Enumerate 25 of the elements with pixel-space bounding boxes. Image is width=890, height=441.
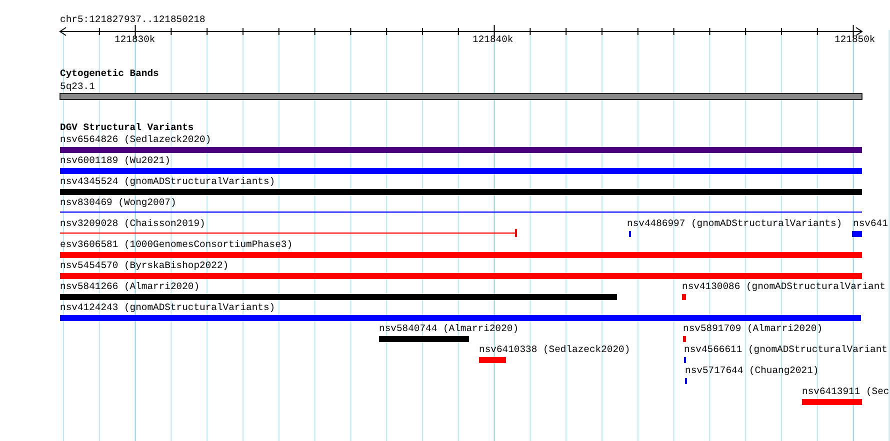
tick-label: 121840k bbox=[472, 34, 514, 46]
feature-label: nsv5717644 (Chuang2021) bbox=[685, 365, 819, 377]
tick-label: 121830k bbox=[114, 34, 156, 46]
feature-label: nsv5840744 (Almarri2020) bbox=[379, 323, 519, 335]
feature-label: nsv6413911 (Sec bbox=[802, 386, 890, 398]
track-title: DGV Structural Variants bbox=[60, 122, 194, 134]
feature-label: nsv641 bbox=[853, 218, 888, 230]
feature-label: nsv6410338 (Sedlazeck2020) bbox=[479, 344, 630, 356]
feature-label: esv3606581 (1000GenomesConsortiumPhase3) bbox=[60, 239, 293, 251]
feature-label: nsv5891709 (Almarri2020) bbox=[683, 323, 823, 335]
feature-label: nsv5841266 (Almarri2020) bbox=[60, 281, 200, 293]
tick-label: 121850k bbox=[834, 34, 876, 46]
feature-label: nsv830469 (Wong2007) bbox=[60, 197, 176, 209]
feature-label: nsv4566611 (gnomADStructuralVariant bbox=[684, 344, 888, 356]
feature-label: nsv6564826 (Sedlazeck2020) bbox=[60, 134, 212, 146]
feature-label: nsv4486997 (gnomADStructuralVariants) bbox=[627, 218, 842, 230]
feature-label: nsv4130086 (gnomADStructuralVariant bbox=[682, 281, 886, 293]
feature-label: nsv6001189 (Wu2021) bbox=[60, 155, 170, 167]
feature-label: nsv4345524 (gnomADStructuralVariants) bbox=[60, 176, 276, 188]
feature-label: nsv5454570 (ByrskaBishop2022) bbox=[60, 260, 229, 272]
track-title: Cytogenetic Bands bbox=[60, 68, 159, 80]
feature-label: nsv4124243 (gnomADStructuralVariants) bbox=[60, 302, 276, 314]
region-label: chr5:121827937..121850218 bbox=[60, 14, 206, 26]
band-label: 5q23.1 bbox=[60, 81, 95, 93]
feature-label: nsv3209028 (Chaisson2019) bbox=[60, 218, 206, 230]
